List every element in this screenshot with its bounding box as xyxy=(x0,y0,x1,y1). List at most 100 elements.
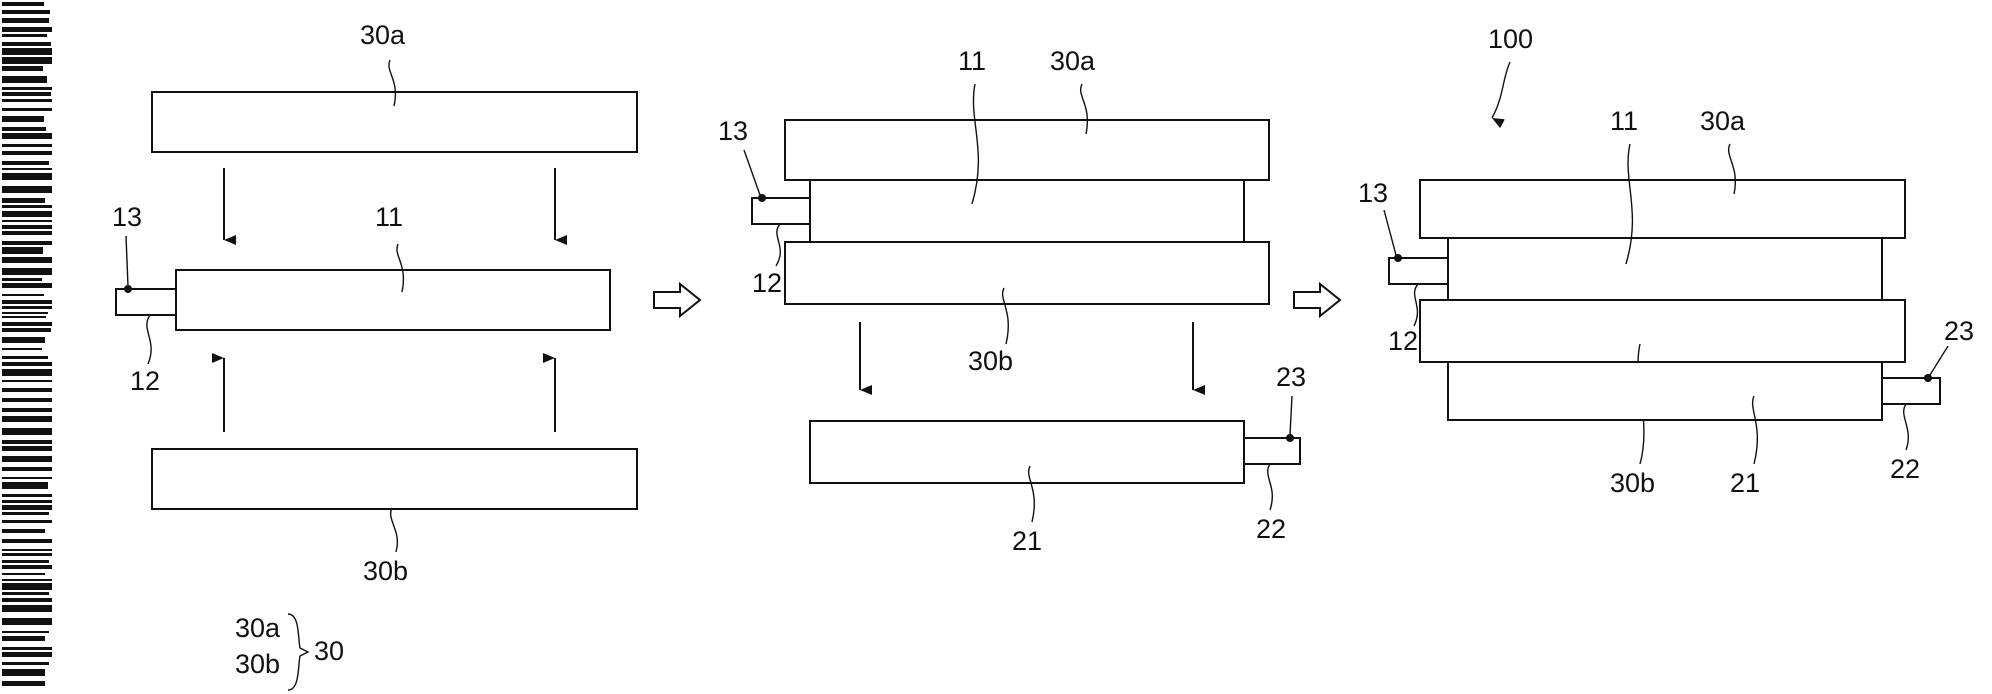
step3-bottom-plate-label: 30b xyxy=(1610,468,1655,498)
barcode-bar xyxy=(2,662,49,665)
barcode-bar xyxy=(2,306,52,309)
step3-cell-label: 11 xyxy=(1610,106,1638,136)
barcode-bar xyxy=(2,398,52,402)
barcode-bar xyxy=(2,505,52,510)
barcode-bar xyxy=(2,173,52,180)
barcode-bar xyxy=(2,42,51,46)
step3-second-tab xyxy=(1882,378,1940,404)
step2-bottom-plate xyxy=(785,242,1269,304)
barcode-bar xyxy=(2,618,52,625)
step2-terminal-dot xyxy=(758,194,766,202)
barcode-bar xyxy=(2,168,52,170)
barcode-bar xyxy=(2,500,52,503)
barcode-bar xyxy=(2,27,52,32)
barcode-bar xyxy=(2,529,45,533)
step2-second-cell xyxy=(810,421,1244,483)
step3-top-plate-label: 30a xyxy=(1700,106,1746,136)
barcode-bar xyxy=(2,322,52,326)
legend-item-b: 30b xyxy=(235,649,280,679)
step1-bottom-plate xyxy=(152,449,637,509)
barcode-bar xyxy=(2,205,52,208)
step3-assembly-label: 100 xyxy=(1488,24,1533,54)
barcode-bar xyxy=(2,278,42,281)
barcode-bar xyxy=(2,161,49,165)
step1-cell xyxy=(176,270,610,330)
barcode-bar xyxy=(2,328,51,332)
barcode-bar xyxy=(2,583,52,590)
legend-item-a: 30a xyxy=(235,613,281,643)
barcode-bar xyxy=(2,592,49,595)
barcode-bar xyxy=(2,108,52,111)
barcode-bar xyxy=(2,647,52,650)
barcode-bar xyxy=(2,369,52,376)
step1-terminal-dot xyxy=(124,285,132,293)
barcode-bar xyxy=(2,144,52,147)
barcode-bar xyxy=(2,560,49,563)
step2-tab xyxy=(752,198,810,224)
step2-cell-label: 11 xyxy=(958,46,986,76)
step1-bottom-plate-leader xyxy=(391,508,398,552)
barcode-bar xyxy=(2,494,52,497)
step2-tab-label: 12 xyxy=(752,268,782,298)
barcode-bar xyxy=(2,312,48,314)
step1-cell-label: 11 xyxy=(375,202,403,232)
barcode-bar xyxy=(2,669,45,676)
barcode-bar xyxy=(2,92,51,96)
process-arrow-2 xyxy=(1294,284,1340,316)
step3-second-terminal-label: 23 xyxy=(1944,316,1974,346)
barcode-bar xyxy=(2,151,52,155)
step2-second-terminal-leader xyxy=(1290,396,1292,435)
barcode-bar xyxy=(2,225,52,229)
barcode-bar xyxy=(2,57,52,64)
barcode-bar xyxy=(2,48,52,55)
process-arrow-1 xyxy=(654,284,700,316)
barcode-bar xyxy=(2,446,52,451)
barcode-bar xyxy=(2,116,44,122)
step3-second-terminal-dot xyxy=(1924,374,1932,382)
barcode-bar xyxy=(2,477,52,479)
barcode-bar xyxy=(2,549,52,551)
step2-group: 30a 11 13 12 30b 21 23 22 xyxy=(718,46,1306,556)
barcode-bar xyxy=(2,337,45,343)
barcode-bar xyxy=(2,440,52,444)
step3-terminal-dot xyxy=(1394,254,1402,262)
step2-top-plate xyxy=(785,120,1269,180)
barcode-bar xyxy=(2,348,42,350)
step2-terminal-leader xyxy=(744,150,760,195)
step2-second-cell-label: 21 xyxy=(1012,526,1042,556)
barcode-bar xyxy=(2,388,52,392)
barcode-bar xyxy=(2,18,49,23)
barcode-bar xyxy=(2,512,49,515)
barcode-bar xyxy=(2,66,43,71)
step3-top-plate xyxy=(1420,180,1905,238)
step2-second-terminal-dot xyxy=(1286,434,1294,442)
step1-terminal-label: 13 xyxy=(112,202,142,232)
barcode-bar xyxy=(2,408,52,412)
legend-group: 30 xyxy=(314,636,344,666)
barcode-bar xyxy=(2,565,52,569)
step3-group: 100 30a 11 13 12 30b 21 23 22 xyxy=(1358,24,1974,498)
step3-assembly-leader xyxy=(1492,62,1510,118)
barcode-bar xyxy=(2,467,52,471)
step2-bottom-plate-label: 30b xyxy=(968,346,1013,376)
barcode xyxy=(2,2,52,686)
barcode-bar xyxy=(2,380,52,382)
barcode-bar xyxy=(2,231,52,235)
barcode-bar xyxy=(2,87,52,90)
step3-second-tab-leader xyxy=(1904,404,1909,450)
barcode-bar xyxy=(2,10,50,14)
step3-second-cell-label: 21 xyxy=(1730,468,1760,498)
step2-top-plate-label: 30a xyxy=(1050,46,1096,76)
barcode-bar xyxy=(2,579,52,581)
barcode-bar xyxy=(2,133,52,139)
barcode-bar xyxy=(2,681,45,686)
step3-tab-label: 12 xyxy=(1388,326,1418,356)
barcode-bar xyxy=(2,316,46,318)
barcode-bar xyxy=(2,456,52,462)
barcode-bar xyxy=(2,127,46,131)
barcode-bar xyxy=(2,268,52,275)
step1-bottom-plate-label: 30b xyxy=(363,556,408,586)
legend-brace xyxy=(288,614,308,690)
barcode-bar xyxy=(2,300,52,304)
barcode-bar xyxy=(2,553,52,556)
